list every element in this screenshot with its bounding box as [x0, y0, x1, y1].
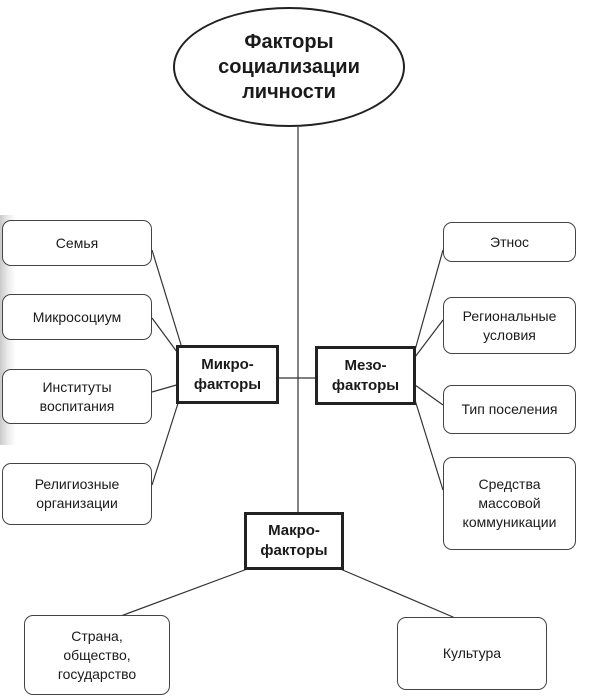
micro-item-microsocium: Микросоциум: [2, 294, 152, 340]
meso-item-mass-media: Средства массовой коммуникации: [443, 457, 576, 550]
root-label: Факторы социализации личности: [218, 30, 360, 103]
macro-item-country-society-state: Страна, общество, государство: [24, 615, 170, 695]
micro-item-education-institutions: Институты воспитания: [2, 369, 152, 424]
micro-item-family: Семья: [2, 220, 152, 266]
micro-item-religious-organizations: Религиозные организации: [2, 463, 152, 525]
meso-factors-node: Мезо- факторы: [315, 346, 416, 405]
macro-item-culture: Культура: [397, 617, 547, 690]
macro-factors-node: Макро- факторы: [244, 512, 344, 570]
meso-item-settlement-type: Тип поселения: [443, 385, 576, 434]
meso-item-ethnos: Этнос: [443, 222, 576, 262]
micro-factors-node: Микро- факторы: [176, 345, 279, 404]
root-node: Факторы социализации личности: [173, 7, 405, 127]
meso-item-regional-conditions: Региональные условия: [443, 297, 576, 354]
